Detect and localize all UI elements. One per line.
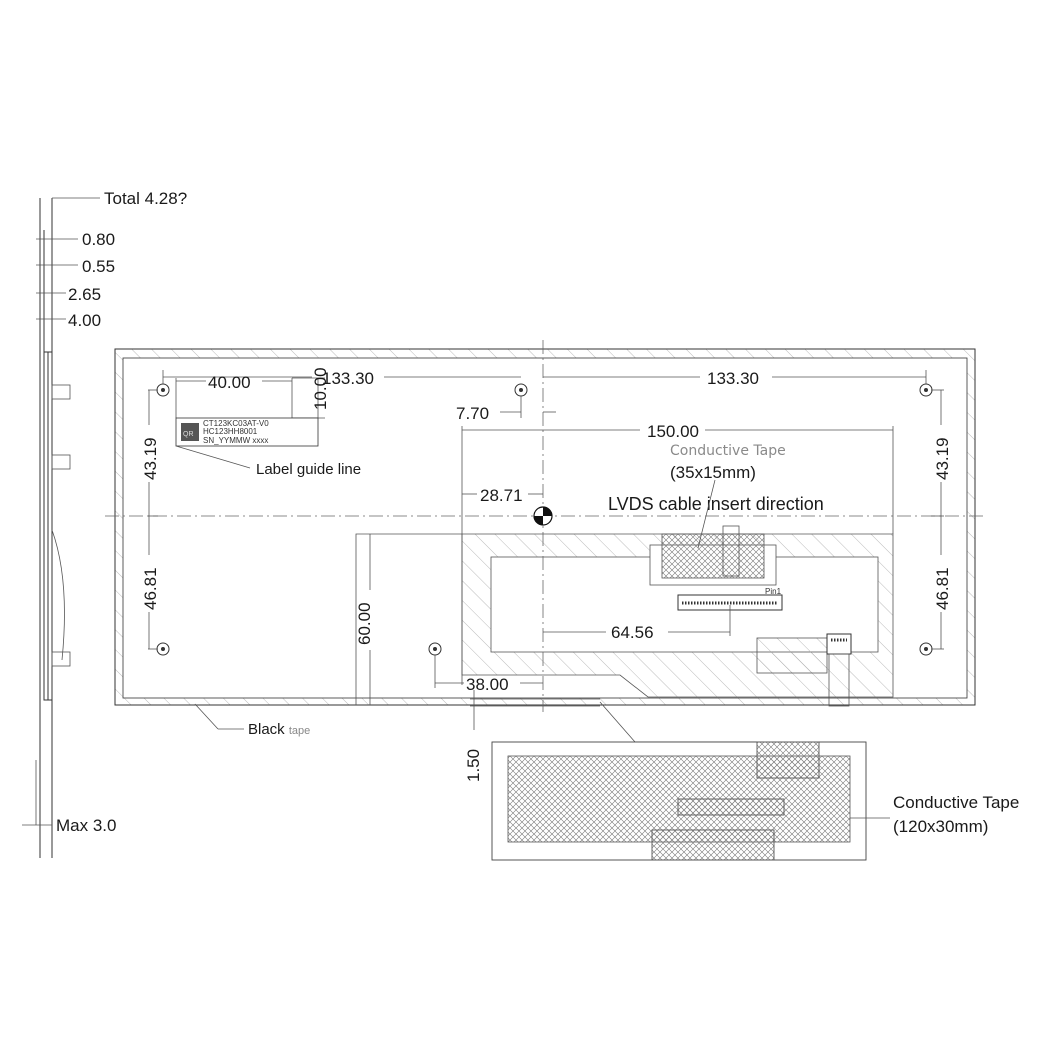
label-line-3: SN_YYMMW xxxx [203, 436, 268, 445]
tape-view [491, 701, 890, 861]
dim-60: 60.00 [355, 602, 374, 645]
dim-46-right: 46.81 [933, 567, 952, 610]
dim-150: 150.00 [647, 422, 699, 441]
pin1-label: Pin1 [765, 587, 782, 596]
dim-46-left: 46.81 [141, 567, 160, 610]
conductive-small-size: (35x15mm) [670, 463, 756, 482]
label-guide-note: Label guide line [256, 461, 361, 478]
lvds-direction-note: LVDS cable insert direction [608, 494, 824, 514]
qr-label: QR [183, 431, 194, 438]
dim-40: 40.00 [208, 373, 251, 392]
label-line-1: CT123KC03AT-V0 [203, 419, 269, 428]
dim-43-right: 43.19 [933, 437, 952, 480]
dim-64-56: 64.56 [611, 623, 654, 642]
panel-outline [114, 348, 976, 707]
dim-0-55: 0.55 [82, 257, 115, 276]
black-tape-note: Black tape [248, 721, 310, 738]
label-line-2: HC123HH8001 [203, 427, 258, 436]
dim-7-70: 7.70 [456, 404, 489, 423]
dim-1-50: 1.50 [464, 749, 483, 782]
dim-28-71: 28.71 [480, 486, 523, 505]
dim-38: 38.00 [466, 675, 509, 694]
lvds-leader [697, 479, 716, 549]
dimension-lines [148, 370, 944, 730]
dim-max-3: Max 3.0 [56, 816, 116, 835]
dim-133-left: 133.30 [322, 369, 374, 388]
qr-code-icon [181, 423, 199, 441]
black-tape-leader [194, 703, 219, 730]
dim-43-left: 43.19 [141, 437, 160, 480]
conductive-large-size: (120x30mm) [893, 817, 988, 836]
dim-0-80: 0.80 [82, 230, 115, 249]
label-block [175, 417, 319, 469]
conductive-small-title: Conductive Tape [670, 443, 786, 459]
side-view [22, 197, 100, 858]
dim-2-65: 2.65 [68, 285, 101, 304]
center-mark [533, 506, 553, 526]
dim-4-00: 4.00 [68, 311, 101, 330]
dim-total: Total 4.28? [104, 189, 187, 208]
conductive-large-title: Conductive Tape [893, 793, 1019, 812]
dim-133-right: 133.30 [707, 369, 759, 388]
dim-10: 10.00 [311, 367, 330, 410]
